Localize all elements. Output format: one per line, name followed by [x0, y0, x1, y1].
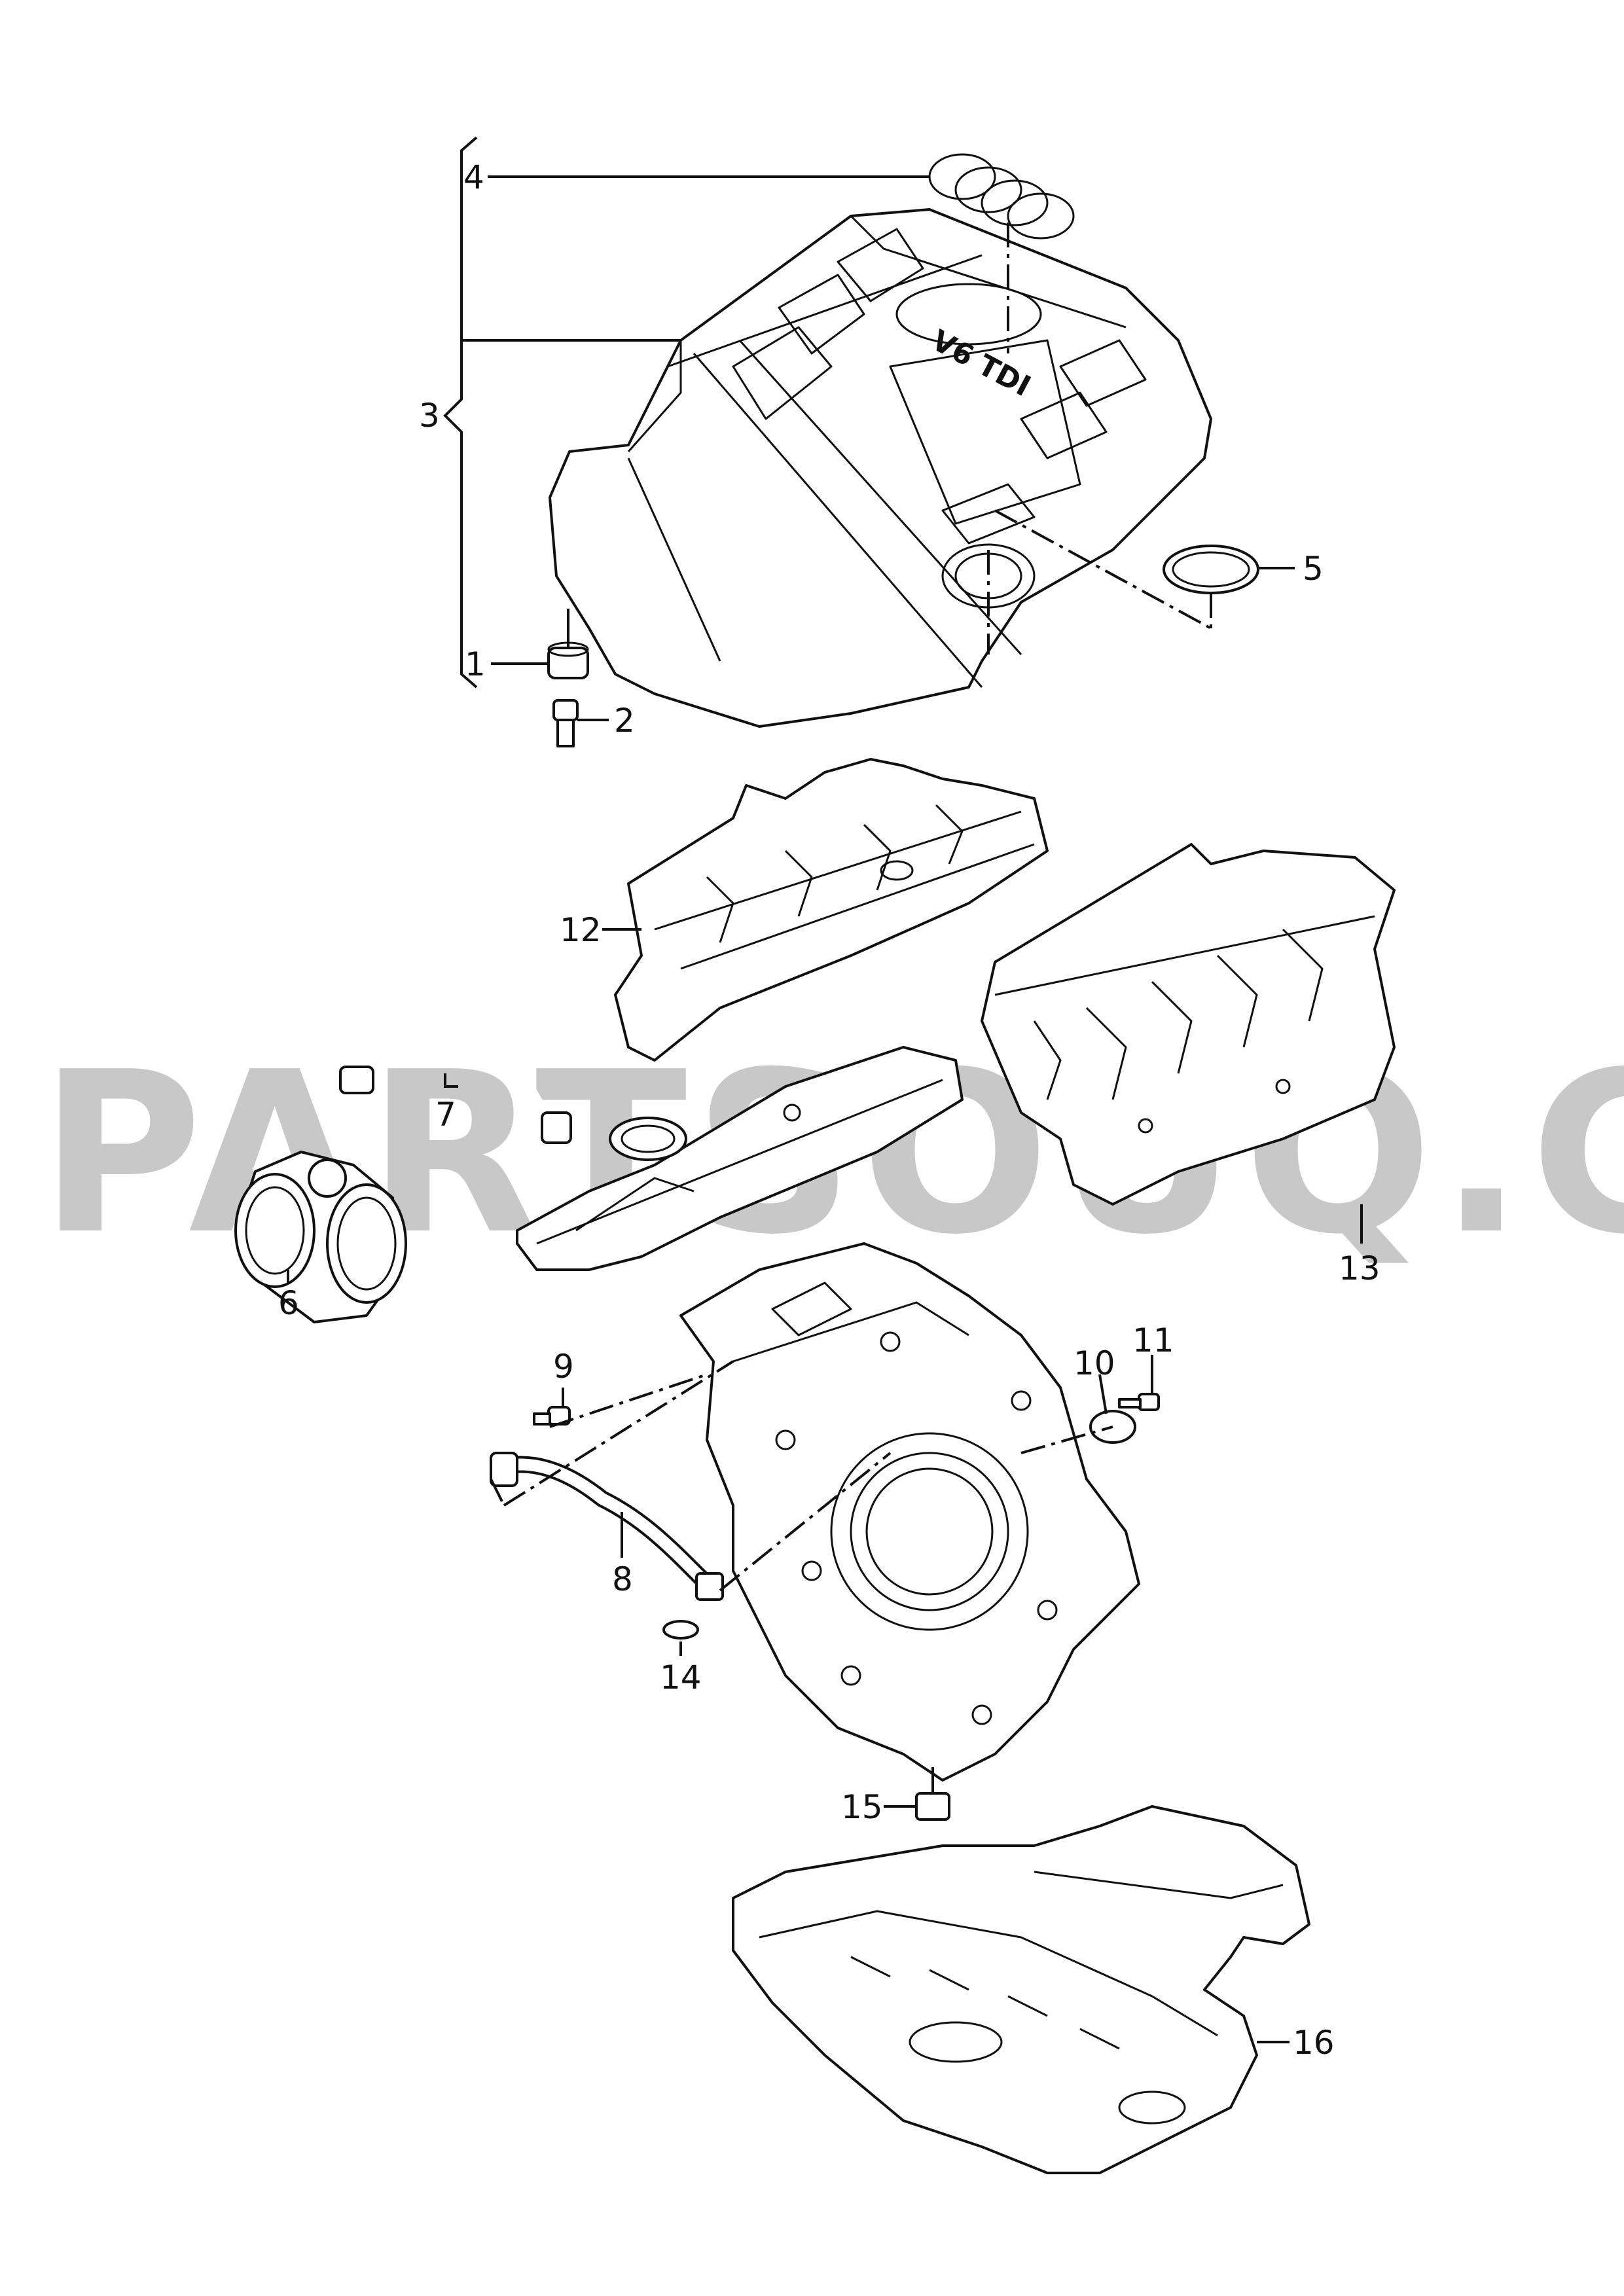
callout-3[interactable]: 3 [419, 397, 440, 435]
cylinder-head-cover[interactable] [516, 1046, 964, 1271]
callout-8[interactable]: 8 [612, 1560, 633, 1598]
callouts: 1 2 3 4 5 6 7 8 9 10 11 12 13 14 15 16 [278, 158, 1380, 2062]
stud-bolt[interactable] [552, 699, 579, 747]
callout-14[interactable]: 14 [660, 1659, 702, 1696]
throttle-body[interactable] [234, 1151, 407, 1323]
clip-15[interactable] [915, 1792, 950, 1821]
intake-manifold-lower[interactable] [981, 843, 1396, 1206]
callout-16[interactable]: 16 [1293, 2024, 1335, 2062]
callout-5[interactable]: 5 [1303, 550, 1324, 588]
callout-2[interactable]: 2 [614, 702, 635, 740]
callout-15[interactable]: 15 [841, 1788, 883, 1826]
bolt-9[interactable] [533, 1406, 571, 1426]
callout-1[interactable]: 1 [465, 645, 486, 683]
alignment-lines [490, 223, 1212, 1592]
vent-hose[interactable] [339, 1029, 572, 1144]
oil-pipe[interactable] [490, 1452, 724, 1601]
leader-lines [287, 136, 1363, 2043]
callout-9[interactable]: 9 [553, 1348, 574, 1386]
callout-10[interactable]: 10 [1074, 1344, 1115, 1382]
rubber-grommet[interactable] [547, 641, 589, 679]
intake-manifold[interactable] [614, 758, 1049, 1062]
callout-6[interactable]: 6 [278, 1284, 299, 1322]
engine-cover[interactable]: V6 TDI [549, 208, 1212, 728]
oil-pan[interactable] [732, 1805, 1310, 2174]
callout-12[interactable]: 12 [560, 911, 602, 949]
bolt-11[interactable] [1118, 1393, 1160, 1411]
ring-seal[interactable] [1163, 545, 1259, 594]
callout-13[interactable]: 13 [1339, 1249, 1380, 1287]
callout-4[interactable]: 4 [463, 158, 484, 196]
callout-11[interactable]: 11 [1132, 1321, 1174, 1359]
rear-cover-plate[interactable] [679, 1242, 1140, 1782]
o-ring-14[interactable] [662, 1620, 699, 1640]
callout-7[interactable]: 7 [435, 1096, 456, 1134]
